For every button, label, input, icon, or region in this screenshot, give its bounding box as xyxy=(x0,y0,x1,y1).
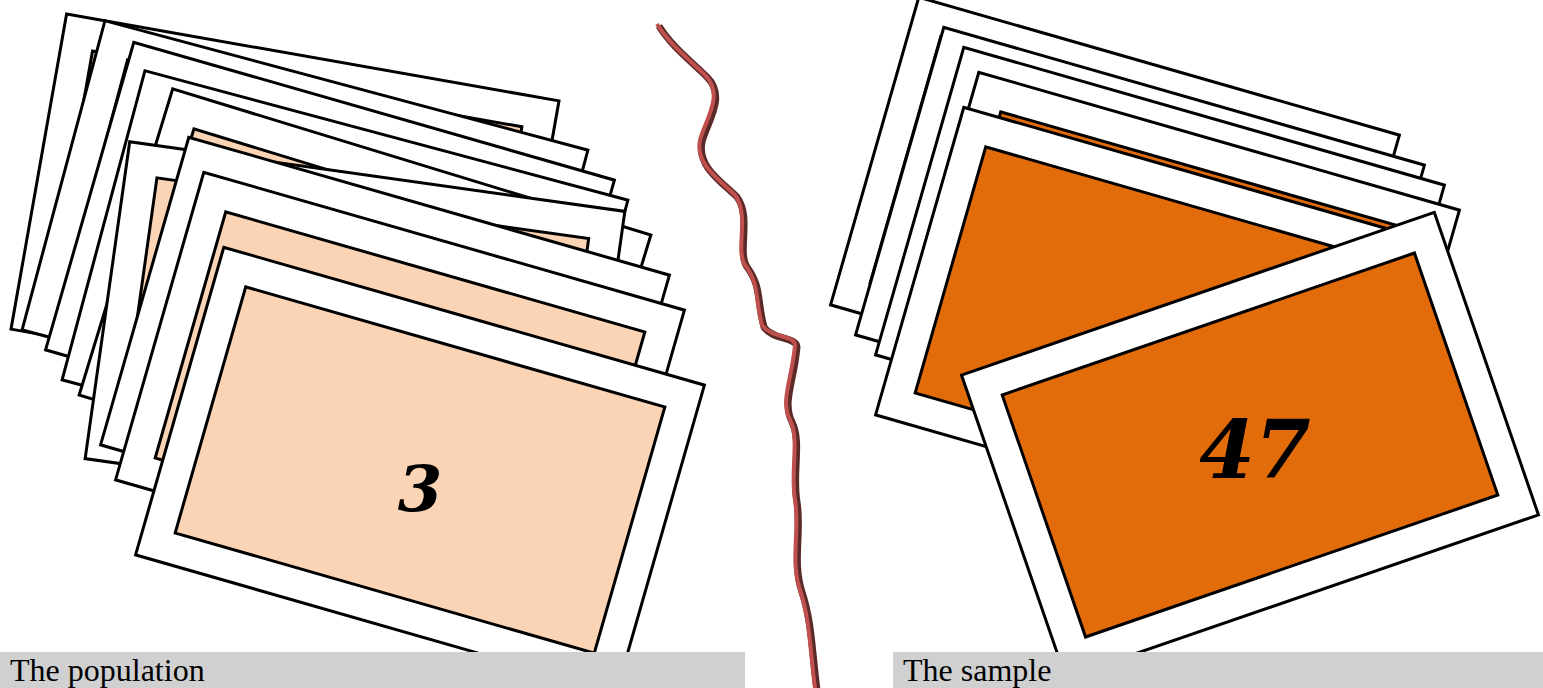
card: 3 xyxy=(394,451,447,530)
card: 47 xyxy=(1195,403,1314,501)
caption-band: The population xyxy=(0,652,745,688)
card-number: 47 xyxy=(1195,403,1314,497)
card-number: 3 xyxy=(394,451,447,526)
caption-text: The sample xyxy=(903,652,1051,688)
caption-text: The population xyxy=(10,652,205,688)
caption-band: The sample xyxy=(893,652,1543,688)
